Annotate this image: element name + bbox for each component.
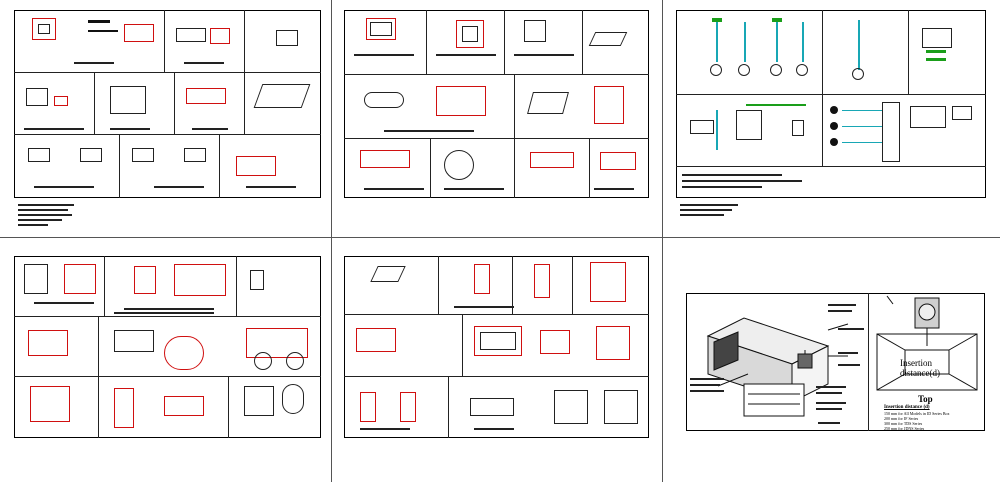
sheet-6-divider	[868, 293, 869, 431]
sheet-1-frame	[14, 10, 321, 198]
sheet-6-frame	[686, 293, 985, 431]
sheet-4-details	[14, 256, 321, 438]
top-view-probe-drawing	[876, 295, 978, 391]
insertion-note-line: 150 mm for All Models in ID Series Box	[884, 411, 950, 416]
grid-vertical-line-2	[662, 0, 663, 482]
insertion-note-line: 300 mm for TDS Series	[884, 421, 923, 426]
sheet-4-frame	[14, 256, 321, 438]
top-view-label: Top	[918, 394, 933, 404]
grid-vertical-line-1	[331, 0, 332, 482]
insertion-distance-label: Insertion distance(d)	[900, 358, 940, 378]
insertion-note-line: 200 mm for IF Series	[884, 416, 919, 421]
sheet-5-details	[344, 256, 649, 438]
insertion-note-title: Insertion distance (d)	[884, 405, 930, 410]
insertion-note-lines: 150 mm for All Models in ID Series Box 2…	[884, 411, 984, 431]
insertion-note-line: 250 mm for JDNS Series	[884, 426, 925, 431]
isometric-duct-drawing	[690, 304, 864, 424]
sheet-3-details	[676, 10, 986, 198]
sheet-5-frame	[344, 256, 649, 438]
sheet-1-details	[14, 10, 321, 198]
sheet-2-details	[344, 10, 649, 198]
sheet-2-frame	[344, 10, 649, 198]
grid-horizontal-line	[0, 237, 1000, 238]
sheet-3-frame	[676, 10, 986, 198]
